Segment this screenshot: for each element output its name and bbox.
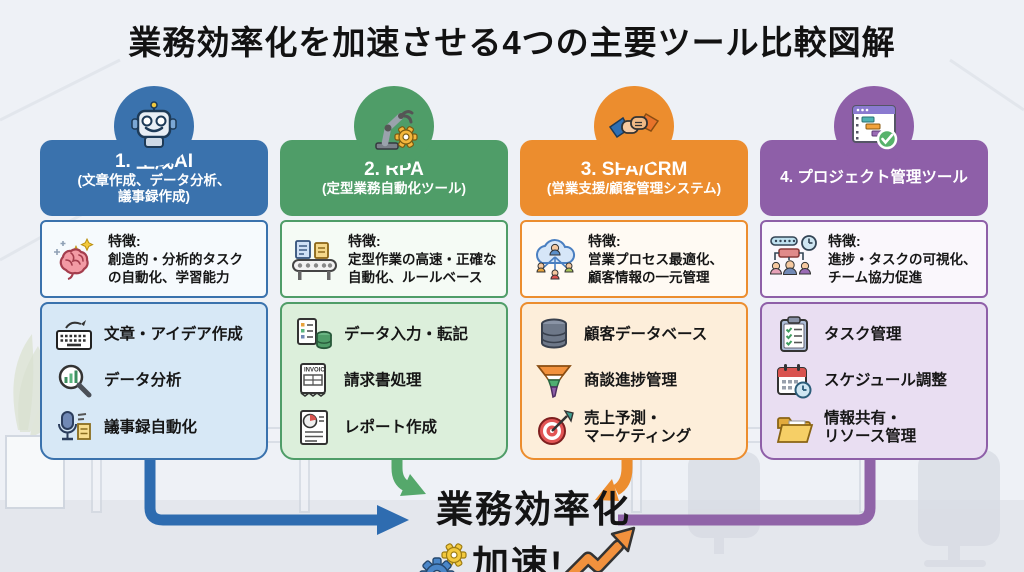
data-entry-icon — [294, 315, 334, 355]
genai-arrowhead — [377, 505, 409, 535]
feature-box: 特徴: 営業プロセス最適化、 顧客情報の一元管理 — [520, 220, 748, 298]
growth-arrow-icon — [560, 518, 640, 572]
list-item: スケジュール調整 — [774, 361, 980, 401]
list-item: 売上予測・ マーケティング — [534, 408, 740, 448]
column-title: 3. SFA/CRM — [580, 158, 688, 180]
database-icon — [534, 315, 574, 355]
feature-box: 特徴: 定型作業の高速・正確な 自動化、ルールベース — [280, 220, 508, 298]
feature-label: 特徴: — [828, 233, 861, 250]
handshake-icon — [594, 86, 674, 166]
gears-icon — [416, 540, 472, 572]
robot-icon — [114, 86, 194, 166]
keyboard-icon — [54, 315, 94, 355]
page-title: 業務効率化を加速させる4つの主要ツール比較図解 — [128, 24, 896, 61]
feature-text: 進捗・タスクの可視化、 チーム協力促進 — [828, 252, 977, 285]
calendar-clock-icon — [774, 361, 814, 401]
list-item: レポート作成 — [294, 408, 500, 448]
feature-text-block: 特徴: 営業プロセス最適化、 顧客情報の一元管理 — [588, 231, 723, 286]
footer-accent: 加速! — [472, 544, 565, 572]
funnel-icon — [534, 361, 574, 401]
folder-icon — [774, 408, 814, 448]
list-item: 情報共有・ リソース管理 — [774, 408, 980, 448]
feature-text-block: 特徴: 進捗・タスクの可視化、 チーム協力促進 — [828, 231, 977, 286]
feature-text: 創造的・分析的タスク の自動化、学習能力 — [108, 252, 243, 285]
list-item: 商談進捗管理 — [534, 361, 740, 401]
robot-arm-icon — [354, 86, 434, 166]
feature-box: 特徴: 進捗・タスクの可視化、 チーム協力促進 — [760, 220, 988, 298]
target-icon — [534, 408, 574, 448]
column-title: 2. RPA — [364, 158, 424, 180]
list-item: データ分析 — [54, 361, 260, 401]
brain-icon — [49, 233, 101, 285]
rpa-arrowhead — [400, 474, 426, 496]
item-label: 請求書処理 — [344, 372, 422, 390]
feature-box: 特徴: 創造的・分析的タスク の自動化、学習能力 — [40, 220, 268, 298]
feature-label: 特徴: — [348, 233, 381, 250]
item-label: 文章・アイデア作成 — [104, 325, 243, 343]
task-checklist-icon — [774, 315, 814, 355]
feature-label: 特徴: — [588, 233, 621, 250]
genai-arrow — [144, 448, 377, 526]
column-subtitle: (文章作成、データ分析、 議事録作成) — [77, 172, 231, 204]
sfa-arrow — [613, 448, 633, 495]
item-label: データ入力・転記 — [344, 325, 469, 343]
item-list: タスク管理 — [760, 302, 988, 460]
item-label: 顧客データベース — [584, 325, 708, 343]
feature-label: 特徴: — [108, 233, 141, 250]
rpa-arrow — [391, 448, 409, 491]
team-schedule-icon — [769, 233, 821, 285]
list-item: INVOIC 請求書処理 — [294, 361, 500, 401]
item-label: 売上予測・ マーケティング — [584, 409, 692, 445]
column-subtitle: (営業支援/顧客管理システム) — [546, 180, 722, 196]
footer-accent-row: 加速! — [416, 526, 686, 572]
item-label: レポート作成 — [344, 418, 438, 436]
item-list: 文章・アイデア作成 データ分析 — [40, 302, 268, 460]
feature-text: 営業プロセス最適化、 顧客情報の一元管理 — [588, 252, 723, 285]
item-label: スケジュール調整 — [824, 372, 947, 390]
column-title: 4. プロジェクト管理ツール — [780, 169, 968, 187]
item-label: データ分析 — [104, 372, 182, 390]
list-item: 文章・アイデア作成 — [54, 315, 260, 355]
list-item: 議事録自動化 — [54, 408, 260, 448]
item-label: 情報共有・ リソース管理 — [824, 409, 917, 445]
list-item: データ入力・転記 — [294, 315, 500, 355]
pm-arrow — [618, 448, 876, 526]
cloud-network-icon — [529, 233, 581, 285]
item-list: データ入力・転記 INVOIC 請求書処理 — [280, 302, 508, 460]
magnifier-chart-icon — [54, 361, 94, 401]
footer-heading: 業務効率化 — [436, 489, 631, 530]
report-icon — [294, 408, 334, 448]
list-item: 顧客データベース — [534, 315, 740, 355]
column-header: 3. SFA/CRM (営業支援/顧客管理システム) — [520, 140, 748, 216]
item-label: 議事録自動化 — [104, 418, 198, 436]
column-subtitle: (定型業務自動化ツール) — [322, 180, 466, 196]
sfa-arrowhead — [595, 479, 619, 501]
feature-text-block: 特徴: 定型作業の高速・正確な 自動化、ルールベース — [348, 231, 497, 286]
gantt-chart-icon — [834, 86, 914, 166]
item-label: 商談進捗管理 — [584, 372, 678, 390]
invoice-icon: INVOIC — [294, 361, 334, 401]
list-item: タスク管理 — [774, 315, 980, 355]
svg-text:INVOIC: INVOIC — [304, 368, 325, 374]
item-label: タスク管理 — [824, 325, 902, 343]
conveyor-icon — [289, 233, 341, 285]
microphone-notes-icon — [54, 408, 94, 448]
item-list: 顧客データベース 商談進捗管理 — [520, 302, 748, 460]
footer-callout: 業務効率化 — [416, 479, 686, 572]
feature-text-block: 特徴: 創造的・分析的タスク の自動化、学習能力 — [108, 231, 243, 286]
feature-text: 定型作業の高速・正確な 自動化、ルールベース — [348, 252, 497, 285]
